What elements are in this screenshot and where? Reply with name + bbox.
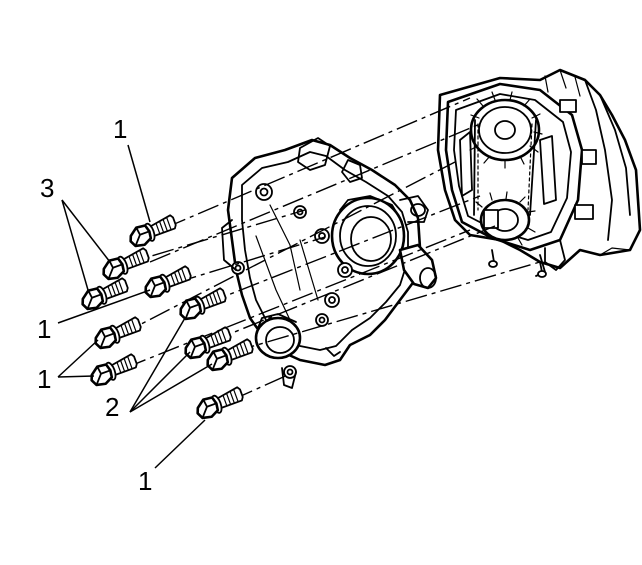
- leader-1-bottom: [154, 419, 206, 469]
- bolt-1-pair-lower: [86, 352, 141, 390]
- crankshaft-sprocket: [475, 191, 536, 246]
- callout-leaders: [57, 144, 213, 469]
- leader-1-pair-b: [57, 375, 95, 378]
- engine-block: [436, 68, 642, 278]
- bolt-1-middle: [140, 264, 195, 302]
- bolt-3-upper: [98, 246, 153, 284]
- callout-1-top: 1: [113, 114, 127, 144]
- coolant-outlet: [398, 195, 438, 290]
- leader-3-b: [61, 199, 89, 291]
- bolt-1-top: [125, 213, 180, 251]
- leader-2-a: [129, 317, 186, 413]
- leader-3-a: [61, 199, 111, 263]
- bolt-2-upper: [175, 286, 230, 324]
- callout-labels: 1 3 1 1 2 1: [37, 114, 152, 496]
- crankshaft-seal-bore: [254, 313, 302, 360]
- bolt-1-bottom: [192, 385, 247, 423]
- alignment-lines: [117, 97, 541, 401]
- bolt-1-pair-upper: [90, 315, 145, 353]
- leader-1-pair-a: [57, 339, 99, 378]
- leader-2-c: [129, 363, 213, 413]
- callout-1-middle: 1: [37, 314, 51, 344]
- leader-2-b: [129, 351, 191, 413]
- callout-1-bottom: 1: [138, 466, 152, 496]
- callout-3: 3: [40, 173, 54, 203]
- callout-1-pair: 1: [37, 364, 51, 394]
- leader-1-middle: [57, 289, 151, 324]
- leader-1-top: [127, 144, 151, 223]
- callout-2: 2: [105, 392, 119, 422]
- camshaft-sprocket: [469, 91, 543, 169]
